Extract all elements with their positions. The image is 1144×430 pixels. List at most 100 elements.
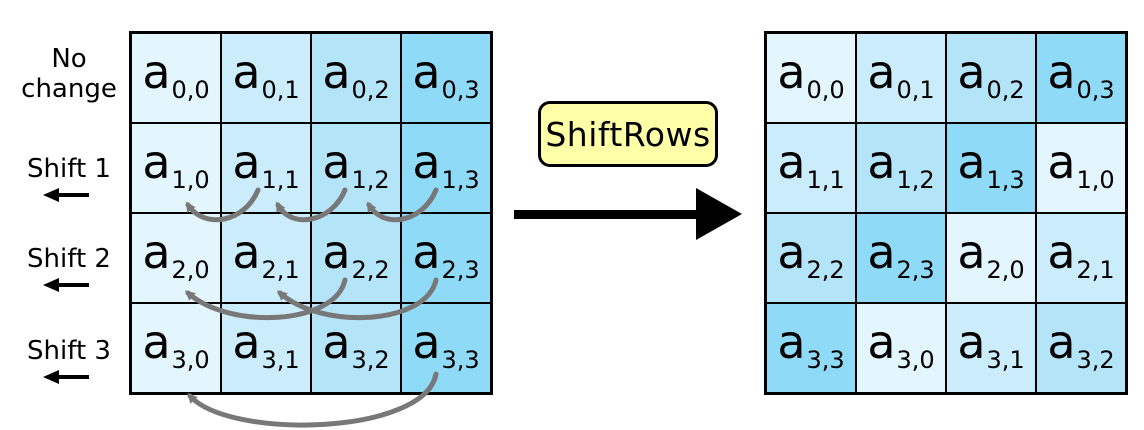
cell-symbol: a xyxy=(322,315,351,369)
operation-label: ShiftRows xyxy=(545,114,711,154)
cell-subscript: 3,1 xyxy=(261,346,300,374)
cell-subscript: 1,1 xyxy=(261,166,300,194)
cell-symbol: a xyxy=(1047,135,1076,189)
cell-subscript: 0,2 xyxy=(351,76,390,104)
cell-subscript: 0,3 xyxy=(441,76,480,104)
cell-symbol: a xyxy=(232,315,261,369)
cell-subscript: 3,3 xyxy=(441,346,480,374)
cell-symbol: a xyxy=(777,225,806,279)
cell-symbol: a xyxy=(412,45,441,99)
cell-subscript: 0,3 xyxy=(1076,76,1115,104)
cell-symbol: a xyxy=(412,225,441,279)
row-label-shift-3: Shift 3 xyxy=(10,336,128,384)
row-label-text: Shift 1 xyxy=(27,154,111,184)
row-label-text: No change xyxy=(21,44,117,104)
cell-subscript: 2,2 xyxy=(806,256,845,284)
cell-subscript: 2,1 xyxy=(1076,256,1115,284)
cell-symbol: a xyxy=(777,315,806,369)
cell-subscript: 2,0 xyxy=(986,256,1025,284)
cell-subscript: 3,0 xyxy=(896,346,935,374)
cell-symbol: a xyxy=(1047,315,1076,369)
cell-symbol: a xyxy=(142,225,171,279)
cell-subscript: 1,2 xyxy=(351,166,390,194)
cell-subscript: 1,3 xyxy=(986,166,1025,194)
row-label-shift-2: Shift 2 xyxy=(10,244,128,292)
cell-symbol: a xyxy=(957,45,986,99)
cell-symbol: a xyxy=(777,135,806,189)
main-right-arrow-icon xyxy=(514,188,742,240)
cell-subscript: 3,2 xyxy=(351,346,390,374)
cell-symbol: a xyxy=(322,225,351,279)
cell-symbol: a xyxy=(777,45,806,99)
cell-subscript: 0,0 xyxy=(806,76,845,104)
cell-subscript: 2,3 xyxy=(896,256,935,284)
cell-subscript: 2,1 xyxy=(261,256,300,284)
cell-symbol: a xyxy=(867,315,896,369)
cell-symbol: a xyxy=(957,135,986,189)
row-label-text: Shift 2 xyxy=(27,244,111,274)
cell-symbol: a xyxy=(142,45,171,99)
cell-symbol: a xyxy=(1047,225,1076,279)
cell-subscript: 3,2 xyxy=(1076,346,1115,374)
row-label-shift-1: Shift 1 xyxy=(10,154,128,202)
cell-symbol: a xyxy=(1047,45,1076,99)
cell-symbol: a xyxy=(142,135,171,189)
cell-subscript: 2,3 xyxy=(441,256,480,284)
cell-symbol: a xyxy=(322,45,351,99)
cell-symbol: a xyxy=(867,45,896,99)
cell-symbol: a xyxy=(322,135,351,189)
cell-subscript: 1,0 xyxy=(171,166,210,194)
cell-symbol: a xyxy=(867,135,896,189)
cell-subscript: 2,0 xyxy=(171,256,210,284)
cell-subscript: 1,1 xyxy=(806,166,845,194)
cell-subscript: 2,2 xyxy=(351,256,390,284)
cell-symbol: a xyxy=(957,225,986,279)
cell-subscript: 1,2 xyxy=(896,166,935,194)
cell-symbol: a xyxy=(412,135,441,189)
cell-subscript: 0,1 xyxy=(261,76,300,104)
cell-subscript: 3,1 xyxy=(986,346,1025,374)
cell-subscript: 0,2 xyxy=(986,76,1025,104)
shiftrows-label-box: ShiftRows xyxy=(538,101,718,167)
cell-subscript: 1,3 xyxy=(441,166,480,194)
cell-symbol: a xyxy=(232,45,261,99)
cell-symbol: a xyxy=(957,315,986,369)
cell-subscript: 3,0 xyxy=(171,346,210,374)
cell-subscript: 0,1 xyxy=(896,76,935,104)
row-label-text: Shift 3 xyxy=(27,336,111,366)
cell-symbol: a xyxy=(867,225,896,279)
cell-symbol: a xyxy=(412,315,441,369)
left-arrow-icon xyxy=(43,278,95,292)
row-label-no-change: No change xyxy=(10,44,128,104)
